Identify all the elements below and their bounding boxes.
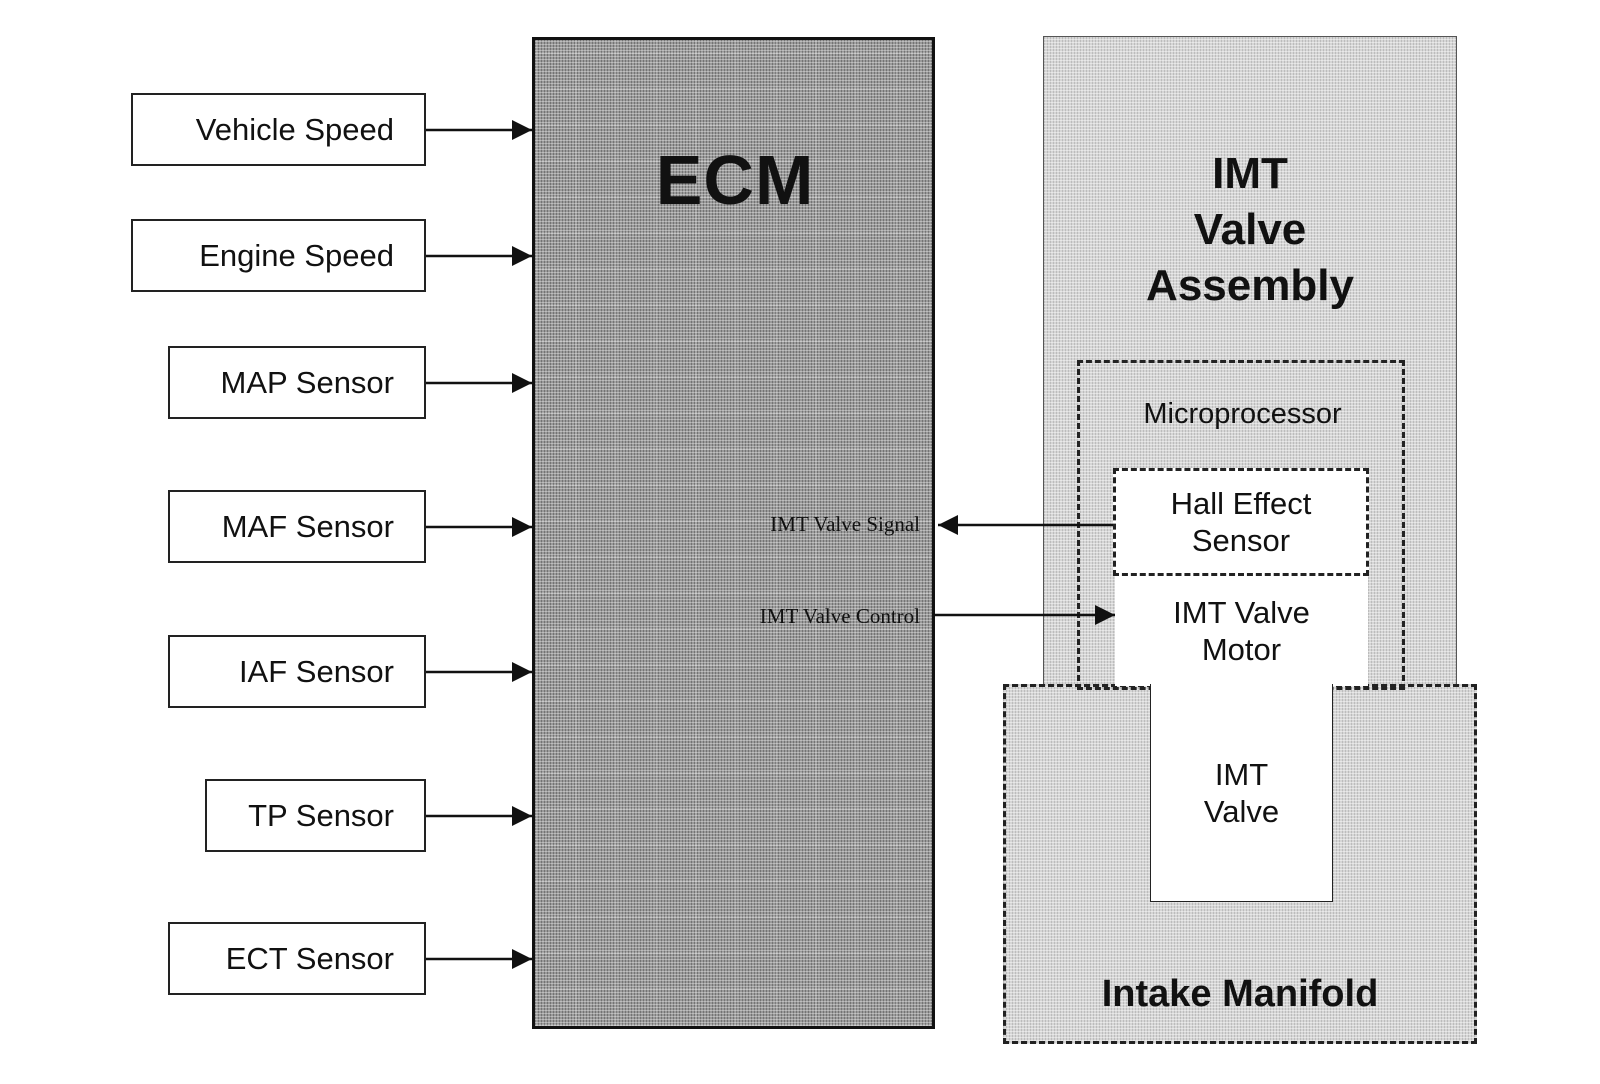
input-ect-sensor: ECT Sensor	[168, 922, 426, 995]
motor-label-line2: Motor	[1201, 632, 1282, 667]
intake-manifold-label: Intake Manifold	[1101, 973, 1379, 1015]
input-maf-sensor: MAF Sensor	[168, 490, 426, 563]
input-label: Vehicle Speed	[195, 111, 394, 147]
input-label: Engine Speed	[199, 237, 394, 273]
motor-label-line1: IMT Valve	[1173, 595, 1310, 630]
hall-label-line1: Hall Effect	[1170, 486, 1312, 521]
ecm-title: ECM	[655, 141, 815, 219]
imt-valve-box: IMT Valve	[1150, 684, 1333, 902]
microprocessor-label: Microprocessor	[1143, 398, 1342, 430]
input-iaf-sensor: IAF Sensor	[168, 635, 426, 708]
assembly-title-line1: IMT	[1212, 149, 1288, 198]
input-label: TP Sensor	[248, 797, 394, 833]
imt-valve-motor-box: IMT Valve Motor	[1115, 576, 1368, 686]
ecm-block	[532, 37, 935, 1029]
input-label: ECT Sensor	[225, 940, 394, 976]
imt-valve-signal-label: IMT Valve Signal	[770, 512, 920, 536]
assembly-title-line2: Valve	[1193, 205, 1307, 254]
imt-valve-control-label: IMT Valve Control	[759, 604, 920, 628]
input-tp-sensor: TP Sensor	[205, 779, 426, 852]
valve-label-line1: IMT	[1214, 756, 1269, 792]
input-map-sensor: MAP Sensor	[168, 346, 426, 419]
hall-effect-sensor-box: Hall Effect Sensor	[1113, 468, 1369, 576]
input-label: MAP Sensor	[220, 364, 394, 400]
assembly-title: IMT Valve Assembly	[1080, 146, 1420, 314]
input-label: MAF Sensor	[221, 508, 394, 544]
valve-label-line2: Valve	[1203, 793, 1280, 829]
input-label: IAF Sensor	[238, 653, 394, 689]
hall-label-line2: Sensor	[1191, 523, 1291, 558]
assembly-title-line3: Assembly	[1146, 261, 1354, 310]
input-engine-speed: Engine Speed	[131, 219, 426, 292]
input-vehicle-speed: Vehicle Speed	[131, 93, 426, 166]
